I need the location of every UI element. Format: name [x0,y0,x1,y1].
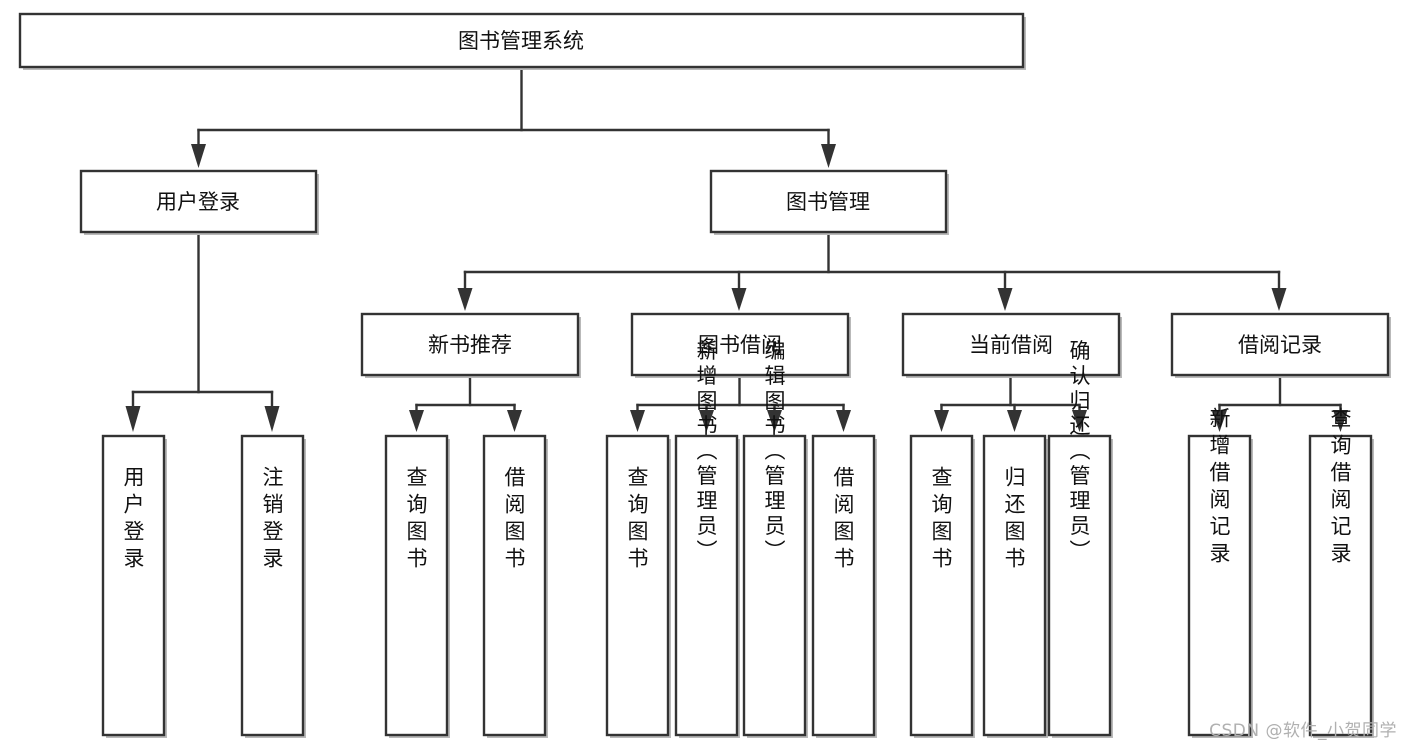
leaf-box[interactable] [1047,434,1112,737]
arrow-head-borrow [731,288,747,311]
arrow-head-cu-return-book [1007,410,1022,432]
leaf-label: 注销登录 [260,466,284,574]
node-book-management[interactable]: 图书管理 [709,169,949,235]
arrow-head-current [997,288,1013,311]
arrow-head-bo-query-book [630,410,645,432]
leaf-node[interactable]: 查询图书 [605,434,671,738]
node-current-borrow[interactable]: 当前借阅 [901,312,1122,378]
leaf-node[interactable]: 编辑图书（管理员） [742,340,808,739]
leaf-box[interactable] [811,434,876,737]
node-borrow-records-label: 借阅记录 [1238,333,1322,357]
leaf-label: 编辑图书（管理员） [762,340,786,565]
connector-group-user-login [125,230,280,432]
leaf-box[interactable] [1308,434,1373,737]
leaf-label: 用户登录 [121,466,145,574]
connector-group-new-book [409,373,522,432]
leaf-box[interactable] [674,434,739,737]
arrow-head-nb-query-book [409,410,424,432]
node-new-book-recommend[interactable]: 新书推荐 [360,312,581,378]
leaf-node[interactable]: 查询图书 [909,434,975,738]
arrow-head-new-book [457,288,473,311]
node-new-book-recommend-box[interactable] [360,312,580,377]
leaf-label: 新增图书（管理员） [694,340,718,565]
leaf-node[interactable]: 查询图书 [384,434,450,738]
leaf-box[interactable] [742,434,807,737]
connector-group-root [191,65,836,168]
node-root-box[interactable] [18,12,1025,69]
leaf-label: 借阅图书 [831,466,855,574]
connector-group-book-mgmt [457,230,1287,311]
node-book-borrow-label: 图书借阅 [698,333,782,357]
node-user-login[interactable]: 用户登录 [79,169,319,235]
arrow-head-cu-query-book [934,410,949,432]
leaf-box[interactable] [384,434,449,737]
arrow-head-re-add-record [1212,410,1227,432]
leaf-label: 查询图书 [625,466,649,574]
node-new-book-recommend-label: 新书推荐 [428,333,512,357]
leaf-node[interactable]: 借阅图书 [811,434,877,738]
leaf-box[interactable] [482,434,547,737]
arrow-head-user-login [191,144,206,168]
leaf-label: 查询借阅记录 [1328,407,1352,569]
leaf-label: 新增借阅记录 [1207,407,1231,569]
arrow-head-bo-add-book [699,410,714,432]
leaf-box[interactable] [605,434,670,737]
csdn-watermark: CSDN @软件_小贺同学 [1209,721,1397,741]
arrow-head-bo-edit-book [767,410,782,432]
leaf-box[interactable] [240,434,305,737]
leaf-box[interactable] [1187,434,1252,737]
node-borrow-records[interactable]: 借阅记录 [1170,312,1391,378]
leaf-box[interactable] [909,434,974,737]
connector-group-current [934,373,1087,432]
leaf-node[interactable]: 用户登录 [101,434,167,738]
leaf-node[interactable]: 借阅图书 [482,434,548,738]
leaf-node[interactable]: 新增借阅记录 [1187,407,1253,738]
arrow-head-nb-borrow-book [507,410,522,432]
node-root-label: 图书管理系统 [458,29,584,53]
leaf-node[interactable]: 注销登录 [240,434,306,738]
node-book-borrow-box[interactable] [630,312,850,377]
leaf-label: 归还图书 [1002,466,1026,574]
arrow-head-leaf-user-login [125,406,141,432]
node-user-login-box[interactable] [79,169,318,234]
node-user-login-label: 用户登录 [156,190,240,214]
arrow-head-cu-confirm-return [1072,410,1087,432]
arrow-head-bo-borrow-book [836,410,851,432]
leaf-box[interactable] [101,434,166,737]
connector-group-borrow [630,373,851,432]
node-current-borrow-box[interactable] [901,312,1121,377]
node-current-borrow-label: 当前借阅 [969,333,1053,357]
node-borrow-records-box[interactable] [1170,312,1390,377]
node-book-management-box[interactable] [709,169,948,234]
leaf-label: 确认归还（管理员） [1067,340,1091,565]
leaf-node[interactable]: 查询借阅记录 [1308,407,1374,738]
leaf-label: 借阅图书 [502,466,526,574]
node-book-management-label: 图书管理 [786,190,870,214]
arrow-head-re-query-record [1333,410,1348,432]
arrow-head-book-mgmt [821,144,836,168]
leaf-box[interactable] [982,434,1047,737]
arrow-head-leaf-logout [264,406,280,432]
leaf-label: 查询图书 [929,466,953,574]
node-book-borrow[interactable]: 图书借阅 [630,312,851,378]
node-root[interactable]: 图书管理系统 [18,12,1026,70]
leaf-node[interactable]: 确认归还（管理员） [1047,340,1113,739]
connector-group-records [1212,373,1348,432]
arrow-head-records [1271,288,1287,311]
leaf-label: 查询图书 [404,466,428,574]
leaf-node[interactable]: 归还图书 [982,434,1048,738]
leaf-node[interactable]: 新增图书（管理员） [674,340,740,739]
